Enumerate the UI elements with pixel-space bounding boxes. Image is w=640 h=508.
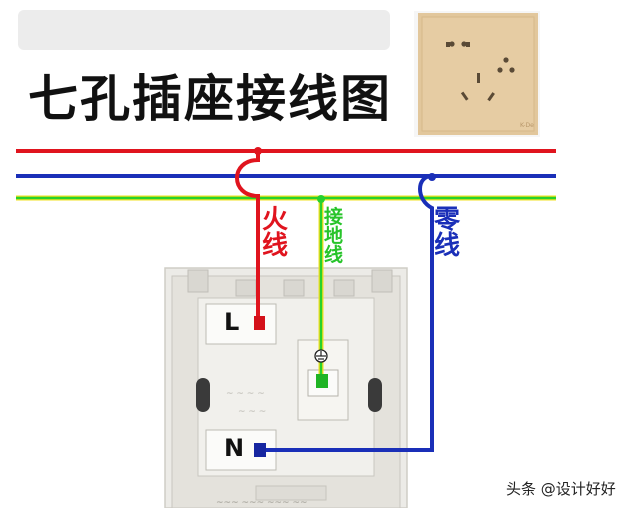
socket-panel-photo: K-De: [414, 11, 540, 137]
neutral-junction-dot: [428, 173, 436, 181]
neutral-wire-label-text: 零线: [434, 205, 461, 261]
svg-text:~ ~ ~ ~: ~ ~ ~ ~: [226, 389, 265, 399]
neutral-wire-label: 零线: [434, 207, 464, 259]
header-bar: [18, 10, 390, 50]
socket-back-panel: ~ ~ ~ ~ ~ ~ ~ ~~~ ~~~ ~~~ ~~: [164, 267, 408, 508]
live-wire-label-text: 火线: [262, 205, 289, 261]
live-junction-dot: [254, 147, 262, 155]
live-wire-label: 火线: [262, 207, 292, 259]
svg-text:~~~ ~~~ ~~~ ~~: ~~~ ~~~ ~~~ ~~: [216, 498, 308, 508]
live-wire-end: [254, 316, 265, 330]
ground-junction-dot: [317, 195, 325, 203]
neutral-drop-wire: [262, 174, 434, 452]
ground-wire-end: [316, 374, 328, 388]
ground-wire-label-text: 接地线: [324, 206, 344, 266]
ground-wire-label: 接地线: [324, 208, 346, 265]
live-drop-wire: [235, 151, 260, 322]
page-title: 七孔插座接线图: [28, 70, 392, 128]
svg-text:~ ~ ~: ~ ~ ~: [238, 407, 266, 417]
neutral-terminal-label: N: [224, 434, 245, 462]
svg-text:K-De: K-De: [520, 122, 534, 129]
live-terminal-label: L: [224, 308, 240, 336]
watermark: 头条 @设计好好: [506, 480, 616, 498]
neutral-wire-end: [254, 443, 266, 457]
